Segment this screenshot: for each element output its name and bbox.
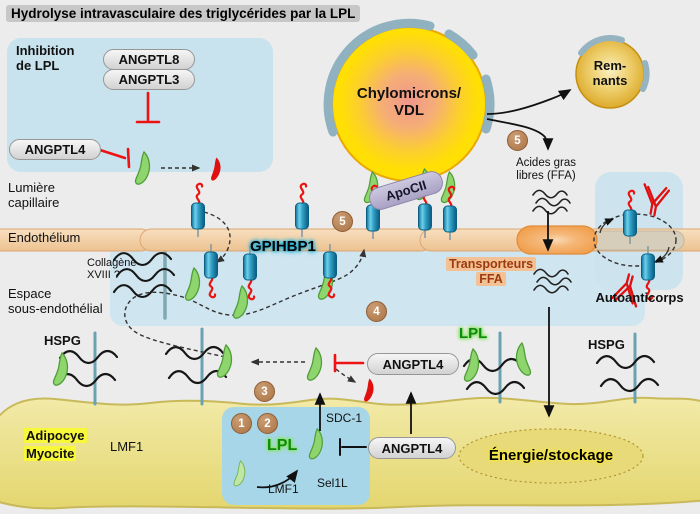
- endothelium-label: Endothélium: [8, 230, 81, 245]
- adipocyte-myocite-label: Adipocye Myocite: [24, 428, 87, 461]
- inhibition-box: [7, 38, 273, 172]
- angptl4-tbar-inhibition: [98, 147, 131, 169]
- step-5-badge-left: 5: [332, 211, 353, 232]
- page-title: Hydrolyse intravasculaire des triglycéri…: [6, 5, 361, 22]
- inhibition-title: Inhibition de LPL: [16, 43, 75, 73]
- step-4-badge: 4: [366, 301, 387, 322]
- energie-stockage-label: Énergie/stockage: [488, 447, 614, 464]
- angptl8-pill: ANGPTL8: [103, 49, 195, 70]
- chylomicron-particle: [323, 18, 495, 182]
- remnants-label: Rem-nants: [592, 58, 628, 88]
- hspg-anchors: [56, 241, 660, 406]
- flow-arrows: [256, 89, 670, 489]
- sel1l-label: Sel1L: [317, 476, 348, 490]
- gpihbp1-flip-arrow: [203, 211, 231, 263]
- inactive-lpl-shape: [364, 378, 374, 402]
- endothelium-band: [0, 225, 700, 255]
- hspg-label-left: HSPG: [44, 333, 81, 348]
- angptl4-pill-cell: ANGPTL4: [368, 437, 456, 459]
- remnant-particle: [575, 35, 650, 109]
- endothelium-gray-segment: [591, 230, 685, 251]
- step-1-badge: 1: [231, 413, 252, 434]
- dashed-paths: [124, 164, 677, 383]
- angptl4-tbar-cell: [339, 438, 367, 456]
- angptl38-tbar: [135, 91, 161, 124]
- autoantibody-recycle-loop: [593, 213, 677, 267]
- step-3-badge: 3: [254, 381, 275, 402]
- angptl4-tbar-free: [333, 353, 365, 373]
- autoanticorps-label: Autoanticorps: [595, 290, 684, 305]
- to-remnants-arrow: [486, 89, 572, 115]
- lpl-transport-path: [124, 248, 367, 358]
- lmf1-maturation-label: LMF1: [268, 482, 299, 496]
- lpl-folding-arrow: [256, 469, 299, 489]
- angptl3-pill: ANGPTL3: [103, 69, 195, 90]
- hspg-label-right: HSPG: [588, 337, 625, 352]
- lmf1-cell-label: LMF1: [110, 439, 144, 454]
- to-ffa-arrow: [486, 118, 554, 151]
- glycan-waves: [56, 345, 660, 396]
- transporteurs-ffa-label: Transporteurs FFA: [443, 257, 539, 286]
- step-5-badge-right: 5: [507, 130, 528, 151]
- sdc1-label: SDC-1: [326, 411, 363, 425]
- lpl-label-free: LPL: [459, 325, 488, 342]
- chylomicron-label: Chylomicrons/VDL: [356, 85, 462, 119]
- energie-ellipse: [458, 428, 644, 484]
- cell-body: [0, 396, 700, 510]
- lpl-label-maturation: LPL: [267, 437, 298, 454]
- apolipoprotein-arcs: [323, 18, 495, 137]
- angptl4-pill-inhibition: ANGPTL4: [9, 139, 101, 160]
- maturation-box: [222, 407, 370, 505]
- gpihbp1-label: GPIHBP1: [250, 238, 316, 255]
- inhibition-tbars: [98, 91, 367, 456]
- lpl-inactivation-arrow-mid: [335, 368, 357, 383]
- angptl4-pill-free: ANGPTL4: [367, 353, 459, 375]
- ffa-transporter: [516, 225, 598, 255]
- step-2-badge: 2: [257, 413, 278, 434]
